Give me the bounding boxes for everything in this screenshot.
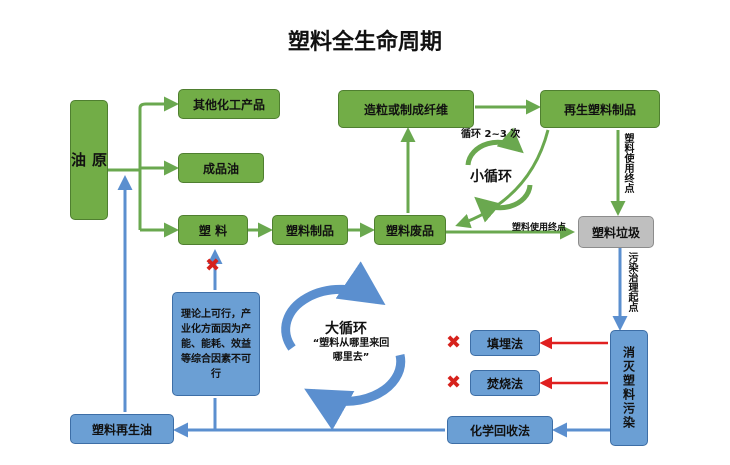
- treatment-start-label: 污染治理起点: [626, 252, 637, 312]
- big-cycle-label: 大循环: [325, 321, 367, 337]
- cross-icon-landfill: ✖: [446, 332, 462, 353]
- small-cycle-label: 小循环: [470, 169, 512, 185]
- diagram-title: 塑料全生命周期: [287, 30, 442, 55]
- refined-oil-node: 成品油: [178, 153, 264, 183]
- crude-oil-node: 原 油: [69, 100, 108, 220]
- end-of-use-horizontal-label: 塑料使用终点: [512, 223, 567, 233]
- big-cycle-quote: “塑料从哪里来回哪里去”: [312, 338, 390, 363]
- plastic-waste-node: 塑料废品: [374, 215, 446, 245]
- eliminate-pollution-node: 消灭塑料污染: [610, 330, 648, 446]
- recycled-products-node: 再生塑料制品: [540, 90, 660, 128]
- end-of-use-vertical-label: 塑料使用终点: [622, 133, 633, 193]
- incineration-node: 焚烧法: [470, 370, 540, 396]
- other-chemicals-node: 其他化工产品: [178, 89, 280, 119]
- pelletize-node: 造粒或制成纤维: [338, 90, 474, 128]
- cross-icon-incineration: ✖: [446, 372, 462, 393]
- theory-note-box: 理论上可行，产业化方面因为产能、能耗、效益等综合因素不可行: [172, 292, 260, 396]
- cross-icon-plastic-path: ✖: [205, 255, 221, 276]
- small-cycle-count-label: 循环 2~3 次: [461, 129, 521, 140]
- recycled-oil-node: 塑料再生油: [70, 414, 174, 444]
- plastic-products-node: 塑料制品: [272, 215, 348, 245]
- plastic-garbage-node: 塑料垃圾: [578, 216, 654, 248]
- chemical-recovery-node: 化学回收法: [447, 416, 553, 444]
- landfill-node: 填埋法: [470, 330, 540, 356]
- plastic-node: 塑 料: [178, 215, 248, 245]
